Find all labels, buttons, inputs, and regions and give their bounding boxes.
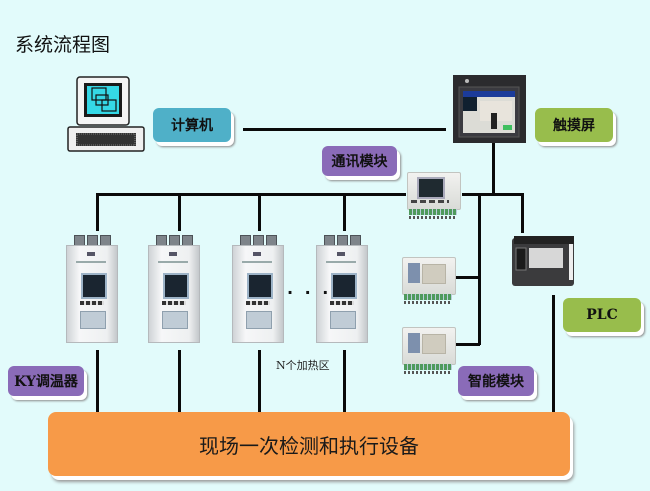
comm-module-icon xyxy=(407,172,461,220)
connector-ky4-up xyxy=(343,193,346,231)
smart-module-icon xyxy=(402,257,456,305)
comm-module-label: 通讯模块 xyxy=(322,146,397,176)
heating-zones-note: N个加热区 xyxy=(276,359,330,372)
connector-plc-down xyxy=(552,295,555,412)
ellipsis: · · · xyxy=(287,283,332,302)
plc-icon xyxy=(512,236,574,286)
temperature-controller-icon xyxy=(148,233,200,343)
temperature-controller-icon xyxy=(232,233,284,343)
connector-smart1 xyxy=(454,276,480,279)
connector-right-bus xyxy=(462,193,524,196)
connector-touchscreen-down xyxy=(492,143,495,195)
touchscreen-label: 触摸屏 xyxy=(535,108,613,142)
connector-computer-touchscreen xyxy=(243,128,446,131)
diagram-title: 系统流程图 xyxy=(15,34,111,56)
connector-smart2 xyxy=(454,343,480,346)
connector-ky3-up xyxy=(258,193,261,231)
connector-ky2-down xyxy=(178,350,181,412)
connector-plc-up xyxy=(521,193,524,233)
connector-ky3-down xyxy=(258,350,261,412)
computer-icon xyxy=(67,76,145,152)
smart-module-icon xyxy=(402,327,456,375)
connector-ky2-up xyxy=(178,193,181,231)
connector-ky1-down xyxy=(96,350,99,412)
temperature-controller-icon xyxy=(66,233,118,343)
ky-controller-label: KY调温器 xyxy=(8,366,84,396)
touchscreen-icon xyxy=(453,75,526,143)
connector-smart-bus xyxy=(478,193,481,345)
smart-module-label: 智能模块 xyxy=(458,366,534,396)
field-devices-box: 现场一次检测和执行设备 xyxy=(48,412,570,476)
connector-ky4-down xyxy=(343,350,346,412)
computer-label: 计算机 xyxy=(153,108,231,142)
temperature-controller-icon xyxy=(316,233,368,343)
connector-ky-bus xyxy=(96,193,406,196)
plc-label: PLC xyxy=(563,298,641,332)
connector-ky1-up xyxy=(96,193,99,231)
